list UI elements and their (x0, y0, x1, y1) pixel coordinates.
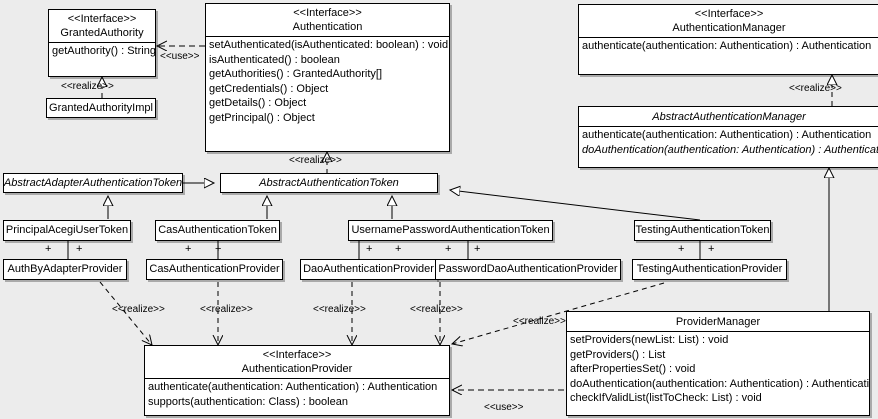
method-set-providers: setProviders(newList: List) : void (570, 334, 729, 346)
class-name-label: TestingAuthenticationToken (635, 224, 770, 236)
method-get-authorities: getAuthorities() : GrantedAuthority[] (209, 68, 383, 81)
association-marker-plus: + (185, 243, 192, 255)
class-password-dao-authentication-provider[interactable]: PasswordDaoAuthenticationProvider (435, 259, 621, 280)
method-get-providers: getProviders() : List (570, 348, 666, 361)
edge-label-realize-dao-provider: <<realize>> (313, 304, 366, 315)
method-compartment: authenticate(authentication: Authenticat… (579, 37, 878, 55)
method-compartment: setProviders(newList: List) : void getPr… (567, 331, 869, 407)
method-compartment: authenticate(authentication: Authenticat… (579, 126, 878, 158)
stereotype-label: <<Interface>> (67, 13, 137, 25)
association-marker-plus: + (395, 243, 402, 255)
class-name-label: AbstractAdapterAuthenticationToken (3, 176, 183, 189)
method-compartment: getAuthority() : String (49, 42, 155, 60)
class-name-label: DaoAuthenticationProvider (303, 263, 434, 275)
association-marker-plus: + (474, 243, 481, 255)
edge-label-use-provider-manager: <<use>> (484, 402, 524, 413)
edge-label-realize-abstract-authentication-manager: <<realize>> (789, 83, 842, 94)
class-name-label: ProviderManager (675, 316, 761, 328)
class-abstract-authentication-manager[interactable]: AbstractAuthenticationManager authentica… (578, 106, 878, 168)
class-header-granted-authority: <<Interface>> GrantedAuthority (49, 10, 155, 42)
method-authenticate: authenticate(authentication: Authenticat… (582, 129, 872, 141)
class-username-password-authentication-token[interactable]: UsernamePasswordAuthenticationToken (348, 220, 553, 241)
class-authentication[interactable]: <<Interface>> Authentication setAuthenti… (205, 3, 450, 152)
method-is-authenticated: isAuthenticated() : boolean (209, 53, 340, 66)
class-granted-authority[interactable]: <<Interface>> GrantedAuthority getAuthor… (48, 9, 156, 77)
class-name-label: PrincipalAcegiUserToken (5, 224, 129, 236)
association-marker-plus: + (76, 243, 83, 255)
class-cas-authentication-provider[interactable]: CasAuthenticationProvider (146, 259, 283, 280)
method-check-if-valid-list: checkIfValidList(listToCheck: List) : vo… (570, 392, 762, 405)
method-set-authenticated: setAuthenticated(isAuthenticated: boolea… (209, 39, 449, 51)
association-marker-plus: + (215, 243, 222, 255)
edge-label-realize-abstract-authentication-token: <<realize>> (289, 155, 342, 166)
edge-label-realize-granted-authority-impl: <<realize>> (61, 81, 114, 92)
method-do-authentication: doAuthentication(authentication: Authent… (570, 377, 870, 390)
class-name-label: AbstractAuthenticationManager (652, 111, 806, 123)
class-header-abstract-authentication-manager: AbstractAuthenticationManager (579, 107, 878, 126)
stereotype-label: <<Interface>> (262, 349, 332, 361)
method-get-principal: getPrincipal() : Object (209, 111, 315, 124)
edge-label-realize-provider-manager: <<realize>> (513, 316, 566, 327)
class-authentication-provider[interactable]: <<Interface>> AuthenticationProvider aut… (144, 345, 450, 416)
class-name-label: AuthenticationManager (672, 22, 786, 34)
class-name-label: PasswordDaoAuthenticationProvider (438, 263, 618, 275)
class-header-authentication: <<Interface>> Authentication (206, 4, 449, 36)
association-marker-plus: + (445, 243, 452, 255)
class-provider-manager[interactable]: ProviderManager setProviders(newList: Li… (566, 311, 870, 416)
class-header-provider-manager: ProviderManager (567, 312, 869, 331)
class-name-label: TestingAuthenticationProvider (636, 263, 783, 275)
method-supports: supports(authentication: Class) : boolea… (148, 395, 348, 408)
class-name-label: AuthByAdapterProvider (7, 263, 123, 275)
class-authentication-manager[interactable]: <<Interface>> AuthenticationManager auth… (578, 4, 878, 75)
class-name-label: AbstractAuthenticationToken (259, 176, 399, 189)
association-marker-plus: + (708, 243, 715, 255)
class-granted-authority-impl[interactable]: GrantedAuthorityImpl (46, 98, 156, 118)
method-get-details: getDetails() : Object (209, 97, 307, 110)
class-auth-by-adapter-provider[interactable]: AuthByAdapterProvider (3, 259, 127, 280)
method-after-properties-set: afterPropertiesSet() : void (570, 363, 696, 376)
class-name-label: UsernamePasswordAuthenticationToken (351, 224, 550, 236)
class-name-label: CasAuthenticationProvider (149, 263, 280, 275)
class-abstract-adapter-authentication-token[interactable]: AbstractAdapterAuthenticationToken (3, 173, 183, 193)
class-cas-authentication-token[interactable]: CasAuthenticationToken (155, 220, 280, 241)
association-marker-plus: + (678, 243, 685, 255)
class-name-label: CasAuthenticationToken (158, 224, 277, 236)
class-name-label: AuthenticationProvider (241, 363, 353, 375)
class-principal-acegi-user-token[interactable]: PrincipalAcegiUserToken (3, 220, 131, 241)
method-authenticate: authenticate(authentication: Authenticat… (148, 381, 438, 393)
association-marker-plus: + (45, 243, 52, 255)
class-testing-authentication-provider[interactable]: TestingAuthenticationProvider (632, 259, 787, 280)
class-header-authentication-provider: <<Interface>> AuthenticationProvider (145, 346, 449, 378)
method-compartment: authenticate(authentication: Authenticat… (145, 378, 449, 410)
method-compartment: setAuthenticated(isAuthenticated: boolea… (206, 36, 449, 127)
edge-label-realize-auth-by-adapter: <<realize>> (112, 304, 165, 315)
class-name-label: Authentication (292, 21, 363, 33)
stereotype-label: <<Interface>> (293, 7, 362, 19)
class-abstract-authentication-token[interactable]: AbstractAuthenticationToken (220, 173, 438, 193)
class-testing-authentication-token[interactable]: TestingAuthenticationToken (634, 220, 771, 241)
class-name-label: GrantedAuthority (60, 27, 144, 39)
method-do-authentication: doAuthentication(authentication: Authent… (582, 143, 878, 156)
class-dao-authentication-provider[interactable]: DaoAuthenticationProvider (300, 259, 437, 280)
edge-label-use-granted-authority: <<use>> (160, 51, 200, 62)
method-get-authority: getAuthority() : String (52, 45, 156, 57)
stereotype-label: <<Interface>> (694, 8, 764, 20)
edge-label-realize-password-dao-provider: <<realize>> (410, 304, 463, 315)
method-authenticate: authenticate(authentication: Authenticat… (582, 40, 872, 52)
class-header-authentication-manager: <<Interface>> AuthenticationManager (579, 5, 878, 37)
class-name-label: GrantedAuthorityImpl (49, 101, 153, 114)
edge-label-realize-cas-provider: <<realize>> (200, 304, 253, 315)
method-get-credentials: getCredentials() : Object (209, 82, 329, 95)
association-marker-plus: + (366, 243, 373, 255)
